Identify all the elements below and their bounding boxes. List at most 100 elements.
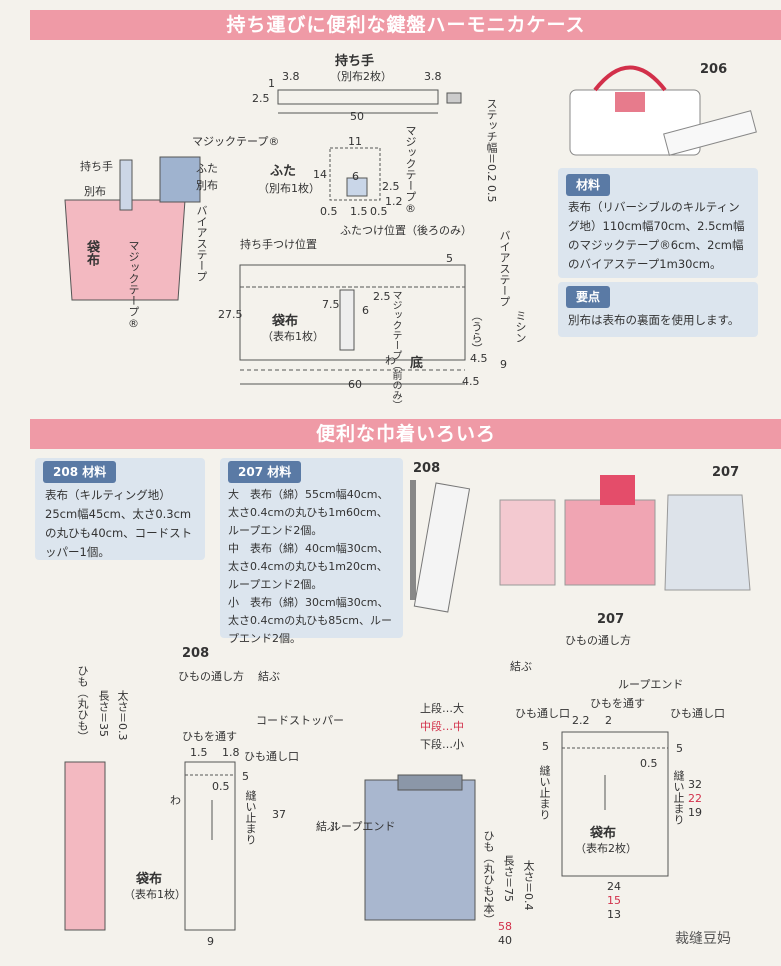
d207-stop-l: 縫い止まり [538,765,551,820]
d207-sub: （表布2枚） [575,842,637,855]
d207-thick: 太さ＝0.4 [522,860,535,911]
d207-n2: 2 [605,714,612,727]
lid-w: 11 [348,135,362,148]
size-large: 上段…大 [420,702,464,715]
body-sub: （表布1枚） [262,330,324,343]
d207-h3: 19 [688,806,702,819]
materials-box-207: 207 材料 大 表布（綿）55cm幅40cm、太さ0.4cmの丸ひも1m60c… [220,458,403,645]
d207-w3: 13 [607,908,621,921]
points-box-206: 要点 別布は表布の裏面を使用します。 [558,282,758,337]
d207-stop-r: 縫い止まり [672,770,685,825]
d207-loop: ループエンド [618,678,684,691]
section-title-harmonica: 持ち運びに便利な鍵盤ハーモニカケース [30,10,781,40]
body-n9: 9 [500,358,507,371]
d207-len3: 40 [498,934,512,947]
d207-n5a: 5 [542,740,549,753]
stitch-label: ステッチ幅＝0.2 0.5 [485,98,498,203]
illus-bias: バイアステープ [195,205,208,282]
d207-opening-l: ひも通し口 [515,707,570,720]
body-n75: 7.5 [322,298,340,311]
d208-n05: 0.5 [212,780,230,793]
body-title: 袋布 [272,314,299,329]
illus-lid: ふた [196,162,218,175]
handle-h: 2.5 [252,92,270,105]
body-bottom: 底 [410,356,424,371]
watermark: 裁缝豆妈 [675,931,731,947]
model-206: 206 [700,62,728,77]
d208-pass: ひもを通す [182,730,237,743]
body-magic: マジックテープ（前のみ） [390,290,401,410]
photo-208: 208 [413,461,441,476]
d207-thread: ひもの通し方 [565,634,631,647]
d208-thread: ひもの通し方 [178,670,244,683]
body-n45a: 4.5 [470,352,488,365]
body-n5: 5 [446,252,453,265]
materials-text: 表布（リバーシブルのキルティング地）110cm幅70cm、2.5cm幅のマジック… [568,200,745,271]
handle-m2: 3.8 [424,70,442,83]
d207-opening-r: ひも通し口 [670,707,725,720]
d208-cord-thick: 太さ＝0.3 [116,690,129,741]
body-wa: わ [385,354,396,367]
d208-sub: （表布1枚） [124,888,186,901]
materials-207-large: 大 表布（綿）55cm幅40cm、太さ0.4cmの丸ひも1m60cm、ループエン… [228,488,389,537]
handle-title: 持ち手 [335,54,375,69]
body-h: 27.5 [218,308,243,321]
d207-len: 長さ＝75 [502,855,515,902]
knot-label: 結ぶ [316,820,338,833]
lid-pos: ふたつけ位置（後ろのみ） [340,224,472,237]
size-medium: 中段…中 [420,720,464,733]
d208-cord-len: 長さ＝35 [97,690,110,737]
body-n6: 6 [362,304,369,317]
d208-wa: わ [170,794,181,807]
d207-len2: 58 [498,920,512,933]
body-ura: （うら） [470,310,483,354]
lid-sub: （別布1枚） [258,182,320,195]
points-tag: 要点 [566,286,611,308]
body-w: 60 [348,378,362,391]
d208-n5: 5 [242,770,249,783]
illus-extra2: 別布 [196,179,218,192]
body-n25: 2.5 [373,290,391,303]
illus-magic: マジックテープ® [192,135,280,148]
d207-num: 207 [597,612,625,627]
d207-n05: 0.5 [640,757,658,770]
d207-h2: 22 [688,792,702,805]
materials-207-medium: 中 表布（綿）40cm幅30cm、太さ0.4cmの丸ひも1m20cm、ループエン… [228,542,389,591]
loop-end-label: ループエンド [330,820,396,833]
lid-n05b: 0.5 [370,205,388,218]
handle-pos: 持ち手つけ位置 [240,238,317,251]
d208-num: 208 [182,646,210,661]
illus-handle: 持ち手 [80,160,113,173]
handle-sub: （別布2枚） [330,70,392,83]
body-bias: バイアステープ [498,230,511,307]
materials-box-206: 材料 表布（リバーシブルのキルティング地）110cm幅70cm、2.5cm幅のマ… [558,168,758,278]
d208-bag: 袋布 [136,872,163,887]
body-n45b: 4.5 [462,375,480,388]
d208-cord: ひも（丸ひも） [76,665,89,742]
lid-n15: 1.5 [350,205,368,218]
body-mishin: ミシン [514,310,527,343]
lid-h: 14 [313,168,327,181]
lid-magic: マジックテープ® [404,125,417,215]
section-title-drawstring: 便利な巾着いろいろ [30,419,781,449]
materials-208-tag: 208 材料 [43,461,117,483]
lid-n6: 6 [352,170,359,183]
d207-w2: 15 [607,894,621,907]
d207-n5b: 5 [676,742,683,755]
d208-n18: 1.8 [222,746,240,759]
illus-bag: 袋布 [84,240,99,266]
materials-207-tag: 207 材料 [228,461,302,483]
d208-n15: 1.5 [190,746,208,759]
lid-n12: 1.2 [385,195,403,208]
lid-title: ふた [270,164,297,179]
handle-s: 1 [268,77,275,90]
materials-box-208: 208 材料 表布（キルティング地）25cm幅45cm、太さ0.3cmの丸ひも4… [35,458,205,560]
size-small: 下段…小 [420,738,464,751]
d207-knot: 結ぶ [510,660,532,673]
illus-extra: 別布 [84,185,106,198]
d208-w: 9 [207,935,214,948]
d207-h1: 32 [688,778,702,791]
d208-h: 37 [272,808,286,821]
d207-cord: ひも（丸ひも2本） [482,830,495,925]
